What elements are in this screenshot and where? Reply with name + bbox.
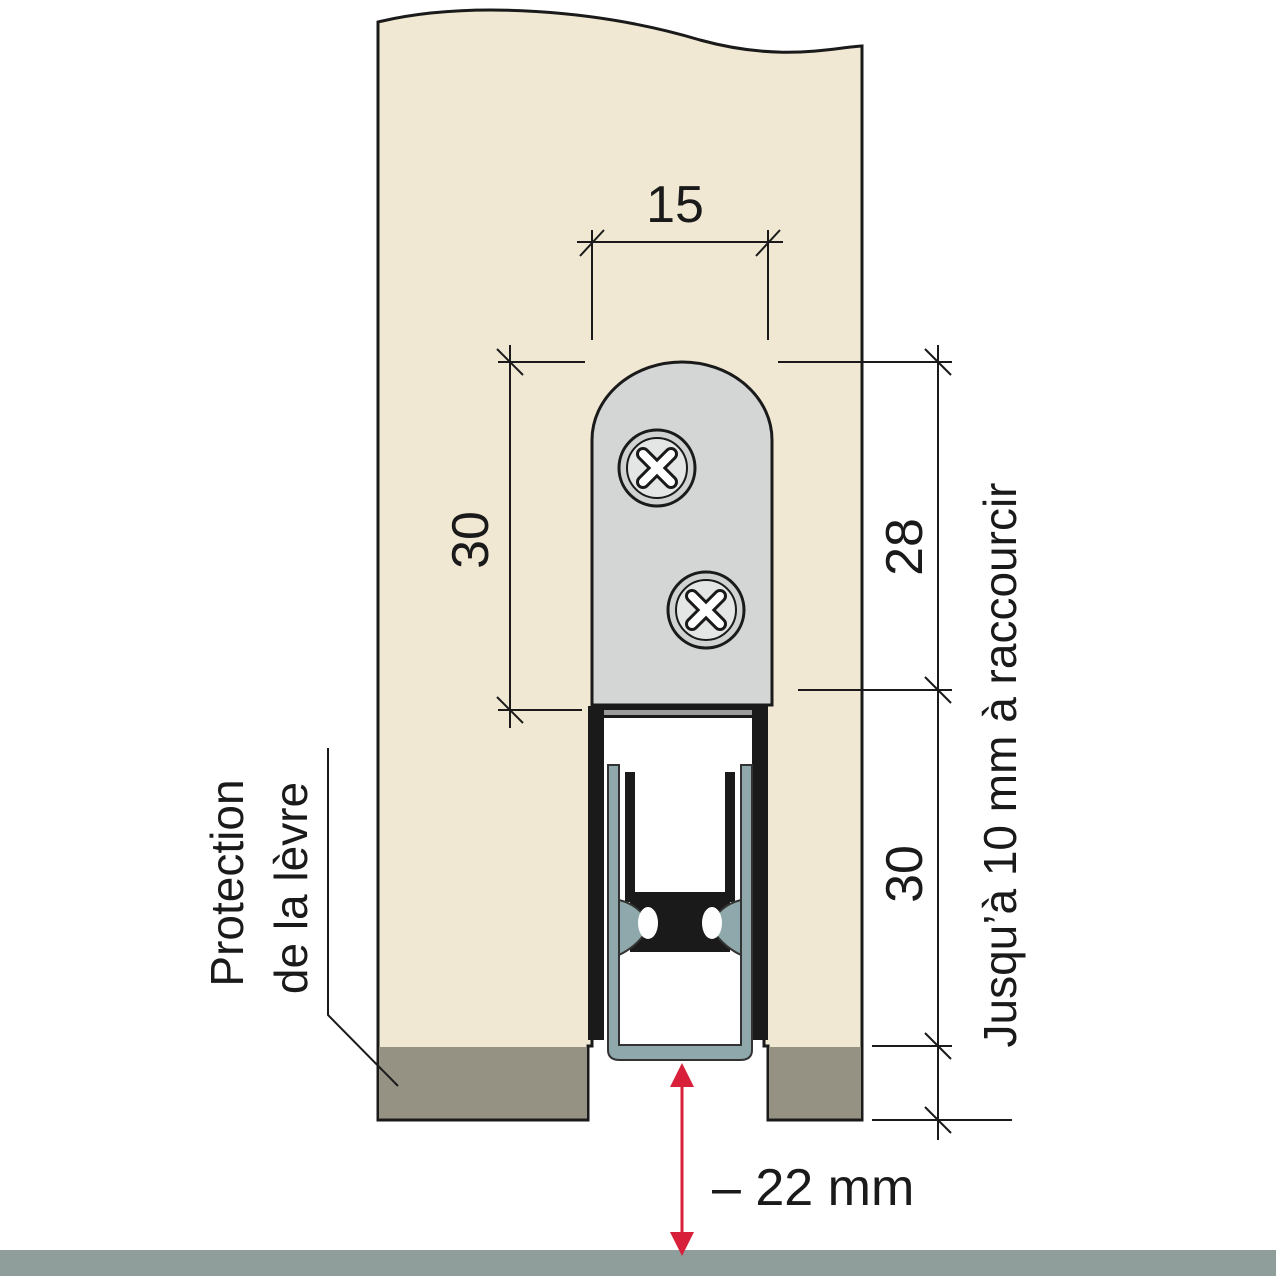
dim-label-30-right: 30	[876, 845, 934, 903]
clearance-label: – 22 mm	[712, 1159, 914, 1217]
shortening-note: Jusqu’à 10 mm à raccourcir	[974, 483, 1026, 1048]
screw-icon	[617, 428, 697, 508]
lip-protection-left	[379, 1047, 587, 1119]
seal-housing	[588, 706, 768, 1040]
dim-label-30-left: 30	[442, 511, 500, 569]
screw-icon	[666, 570, 746, 650]
lip-protection-right	[769, 1047, 861, 1119]
lip-protection-label-line2: de la lèvre	[265, 782, 317, 994]
dim-label-28: 28	[876, 518, 934, 576]
lip-protection-leader	[327, 748, 399, 1087]
dimension-bracket-height	[496, 345, 585, 728]
dim-label-15: 15	[646, 176, 704, 234]
dimension-screw-spacing	[577, 229, 783, 340]
lip-protection-label-line1: Protection	[201, 779, 253, 986]
floor	[0, 1250, 1276, 1276]
dimension-right	[778, 345, 1012, 1140]
mounting-bracket	[590, 360, 774, 707]
rubber-seal	[607, 764, 753, 1061]
